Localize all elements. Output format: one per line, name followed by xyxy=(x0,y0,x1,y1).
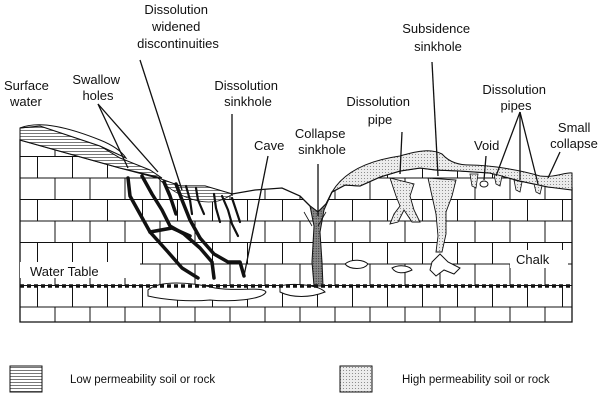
leader-lines xyxy=(97,59,561,277)
water-table-label: Water Table xyxy=(30,264,99,279)
small-collapse-debris xyxy=(429,253,461,277)
label-dissolution-pipes: Dissolution pipes xyxy=(482,82,549,113)
label-void: Void xyxy=(474,138,499,153)
label-dissolution-widened-discontinuities: Dissolution widened discontinuities xyxy=(137,2,219,51)
legend-swatch-high-permeability xyxy=(339,365,373,393)
label-subsidence-sinkhole: Subsidence sinkhole xyxy=(402,21,474,54)
label-small-collapse: Small collapse xyxy=(550,120,598,151)
label-cave: Cave xyxy=(254,138,284,153)
label-dissolution-sinkhole: Dissolution sinkhole xyxy=(214,78,281,109)
legend: Low permeability soil or rock High perme… xyxy=(9,365,550,393)
legend-swatch-low-permeability xyxy=(9,365,43,393)
label-collapse-sinkhole: Collapse sinkhole xyxy=(295,126,349,157)
chalk-label: Chalk xyxy=(516,252,550,267)
dissolution-channels xyxy=(126,174,246,280)
label-surface-water: Surface water xyxy=(4,78,52,109)
label-swallow-holes: Swallow holes xyxy=(72,72,123,103)
legend-label-low-permeability: Low permeability soil or rock xyxy=(70,374,215,386)
dissolution-pipe-shape xyxy=(389,177,421,225)
high-permeability-soil-layer xyxy=(330,150,573,194)
void-cavity xyxy=(479,180,489,188)
dissolution-pipes-small xyxy=(469,173,543,195)
label-dissolution-pipe: Dissolution pipe xyxy=(346,94,413,127)
subsidence-sinkhole-pipe xyxy=(427,177,457,253)
legend-label-high-permeability: High permeability soil or rock xyxy=(402,374,550,386)
widened-discontinuities xyxy=(184,184,242,238)
surface-water-pond xyxy=(19,124,128,160)
collapse-sinkhole-column xyxy=(299,191,333,287)
